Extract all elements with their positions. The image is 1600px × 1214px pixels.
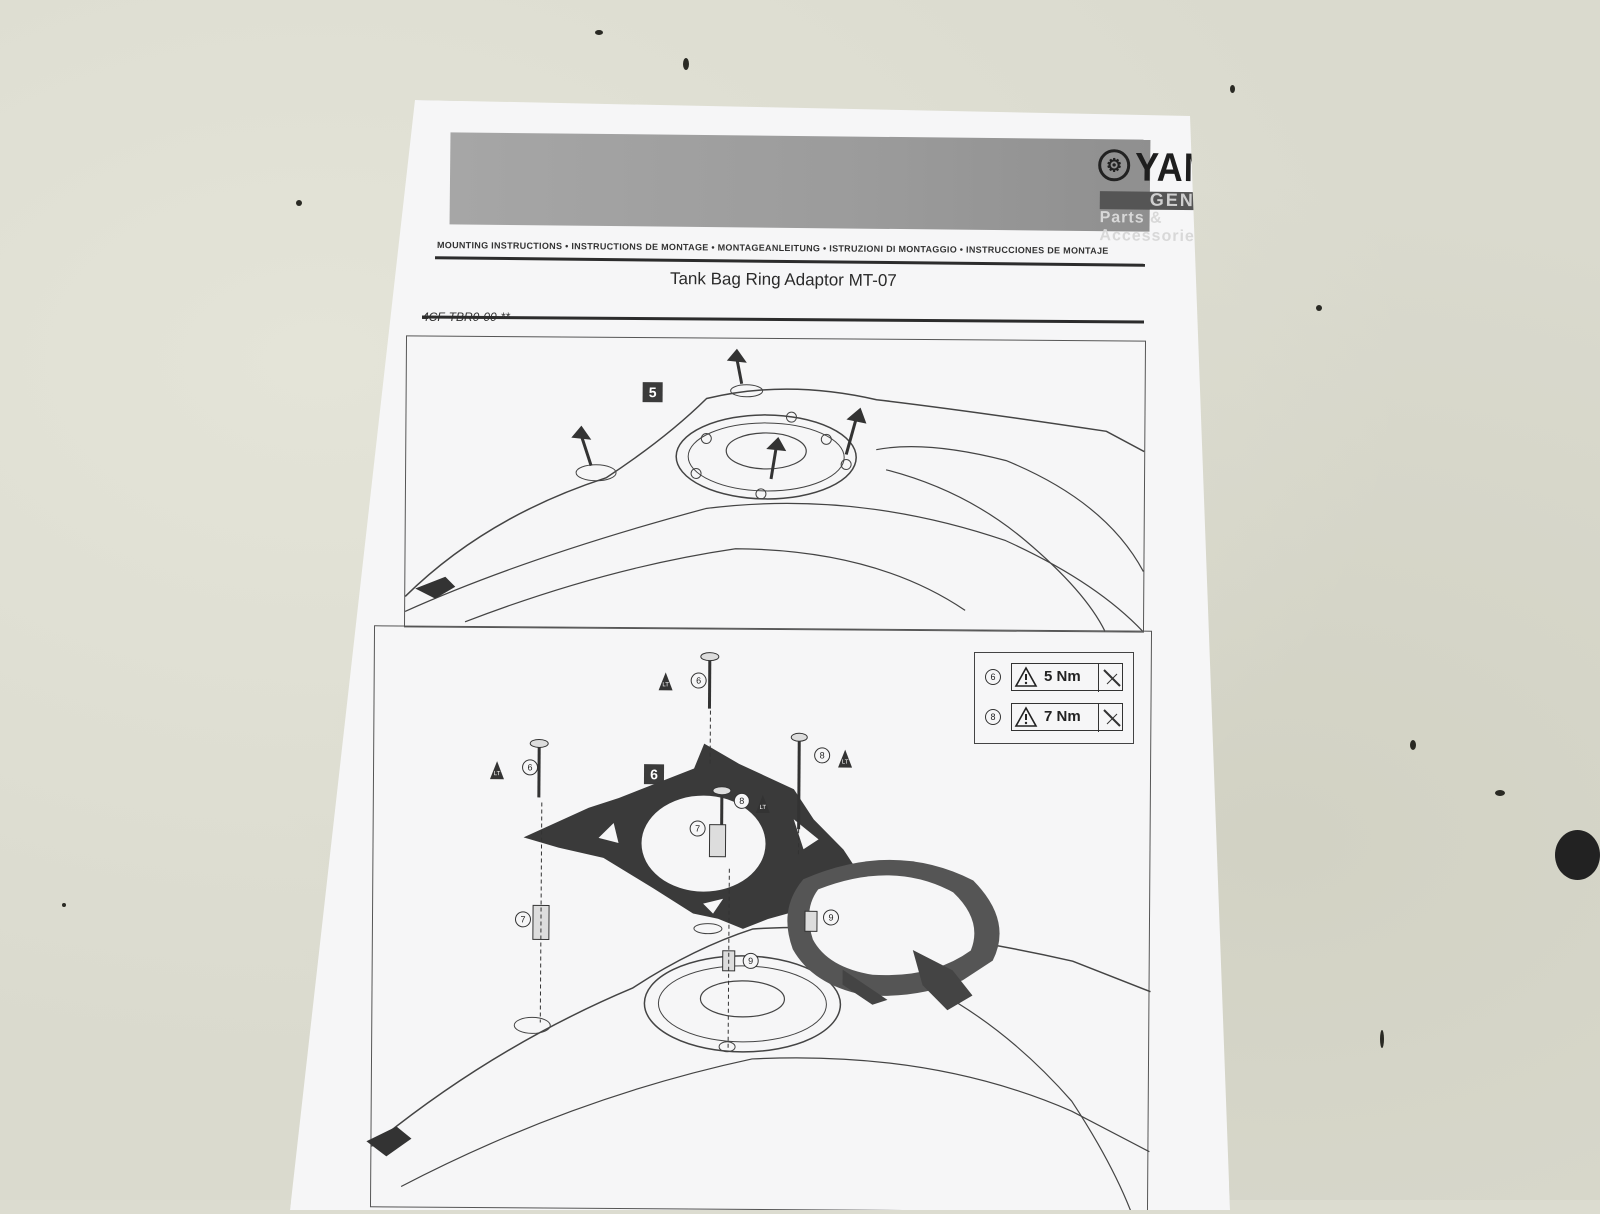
adaptor-exploded-drawing [366,652,1151,1210]
torque-spec-table: 6 5 Nm 8 [974,652,1134,744]
threadlock-icon: LT [838,749,853,768]
threadlock-icon: LT [658,672,673,691]
stain [1410,740,1416,750]
instruction-sheet: ⚙ YAMAHA GENUINE Parts & Accessories MOU… [290,100,1230,1210]
warning-icon [1014,706,1038,727]
step-5-panel: 5 [403,335,1147,633]
stain [683,58,689,70]
brand-parts-accessories: Parts & Accessories [1099,209,1205,246]
threadlock-icon: LT [489,761,504,780]
svg-text:LT: LT [842,760,849,766]
callout-8: 8 [733,792,750,809]
document-title: Tank Bag Ring Adaptor MT-07 [669,269,897,290]
torque-row: 8 7 Nm [981,703,1131,733]
stain [1555,830,1600,880]
torque-ref: 6 [985,669,1001,685]
stain [296,200,302,206]
torque-wrench-icon [1098,704,1121,732]
stain [595,30,603,35]
stain [1380,1030,1384,1048]
torque-value: 5 Nm [1044,668,1081,685]
svg-text:LT: LT [662,682,669,688]
torque-cell: 7 Nm [1011,703,1123,732]
callout-8: 8 [814,747,831,764]
step-6-panel: 6 [366,625,1153,1210]
divider [421,315,1145,324]
stain [62,903,66,907]
brand-banner: ⚙ YAMAHA GENUINE Parts & Accessories [449,132,1230,245]
callout-7: 7 [689,820,706,837]
threadlock-icon: LT [755,795,770,814]
svg-text:LT: LT [494,771,501,777]
stain [1495,790,1505,796]
tuning-fork-emblem-icon: ⚙ [1098,149,1131,182]
fuel-tank-drawing [404,348,1145,632]
callout-7: 7 [514,911,532,928]
divider [435,256,1145,267]
torque-wrench-icon [1098,664,1121,692]
torque-cell: 5 Nm [1011,663,1123,692]
torque-row: 6 5 Nm [981,663,1131,693]
stain [1316,305,1322,311]
stain [1230,85,1235,93]
callout-6: 6 [690,672,707,689]
callout-9: 9 [742,952,759,969]
callout-6: 6 [521,759,539,776]
svg-text:LT: LT [759,805,766,811]
languages-line: MOUNTING INSTRUCTIONS • INSTRUCTIONS DE … [436,240,1109,256]
warning-icon [1014,666,1038,687]
torque-ref: 8 [985,709,1001,725]
callout-9: 9 [822,909,840,926]
torque-value: 7 Nm [1044,708,1081,725]
